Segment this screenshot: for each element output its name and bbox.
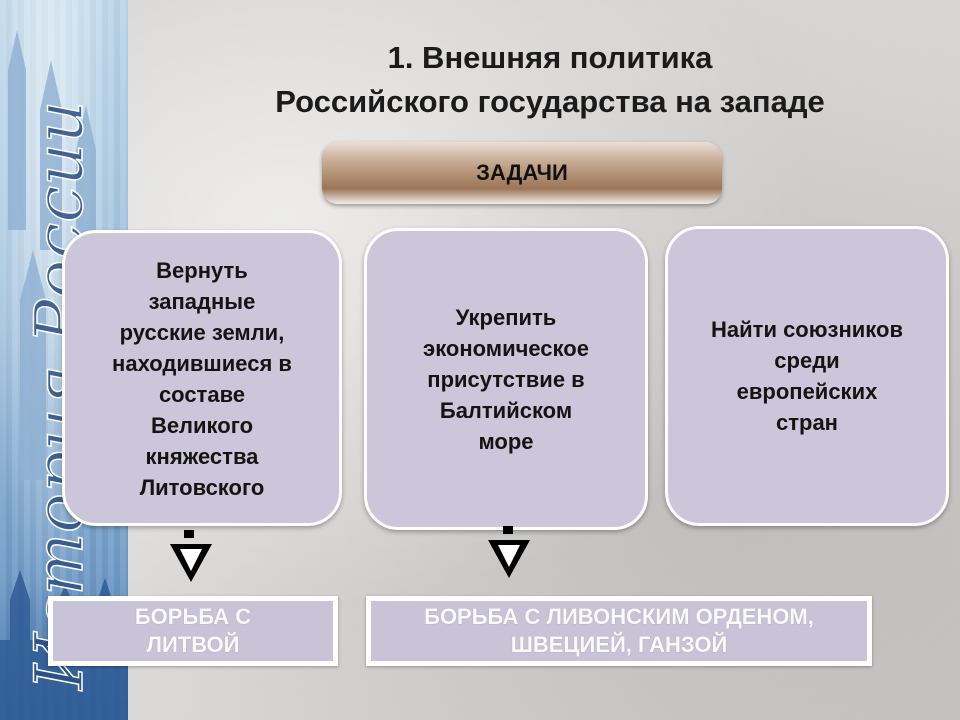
- task-box-return-western-lands: Вернуть западные русские земли, находивш…: [62, 230, 342, 526]
- task-box-find-allies: Найти союзников среди европейских стран: [665, 226, 949, 526]
- struggle-text: БОРЬБА С ЛИТВОЙ: [134, 604, 252, 657]
- page-title: 1. Внешняя политика Российского государс…: [140, 36, 960, 124]
- arrow-down-icon: [170, 530, 212, 582]
- task-text: Найти союзников среди европейских стран: [711, 317, 903, 435]
- arrow-down-icon: [488, 526, 530, 578]
- struggle-lithuania-box: БОРЬБА С ЛИТВОЙ: [48, 596, 338, 666]
- tasks-header-label: ЗАДАЧИ: [476, 160, 568, 185]
- task-box-baltic-presence: Укрепить экономическое присутствие в Бал…: [364, 228, 648, 530]
- page-title-line-1: 1. Внешняя политика: [387, 40, 713, 75]
- task-text: Укрепить экономическое присутствие в Бал…: [423, 304, 589, 454]
- side-banner-text: История России: [21, 101, 98, 691]
- tasks-header: ЗАДАЧИ: [322, 142, 722, 204]
- task-text: Вернуть западные русские земли, находивш…: [112, 258, 292, 500]
- page-title-line-2: Российского государства на западе: [275, 84, 825, 119]
- struggle-text: БОРЬБА С ЛИВОНСКИМ ОРДЕНОМ, ШВЕЦИЕЙ, ГАН…: [424, 604, 814, 657]
- struggle-livonia-sweden-hansa-box: БОРЬБА С ЛИВОНСКИМ ОРДЕНОМ, ШВЕЦИЕЙ, ГАН…: [366, 596, 872, 666]
